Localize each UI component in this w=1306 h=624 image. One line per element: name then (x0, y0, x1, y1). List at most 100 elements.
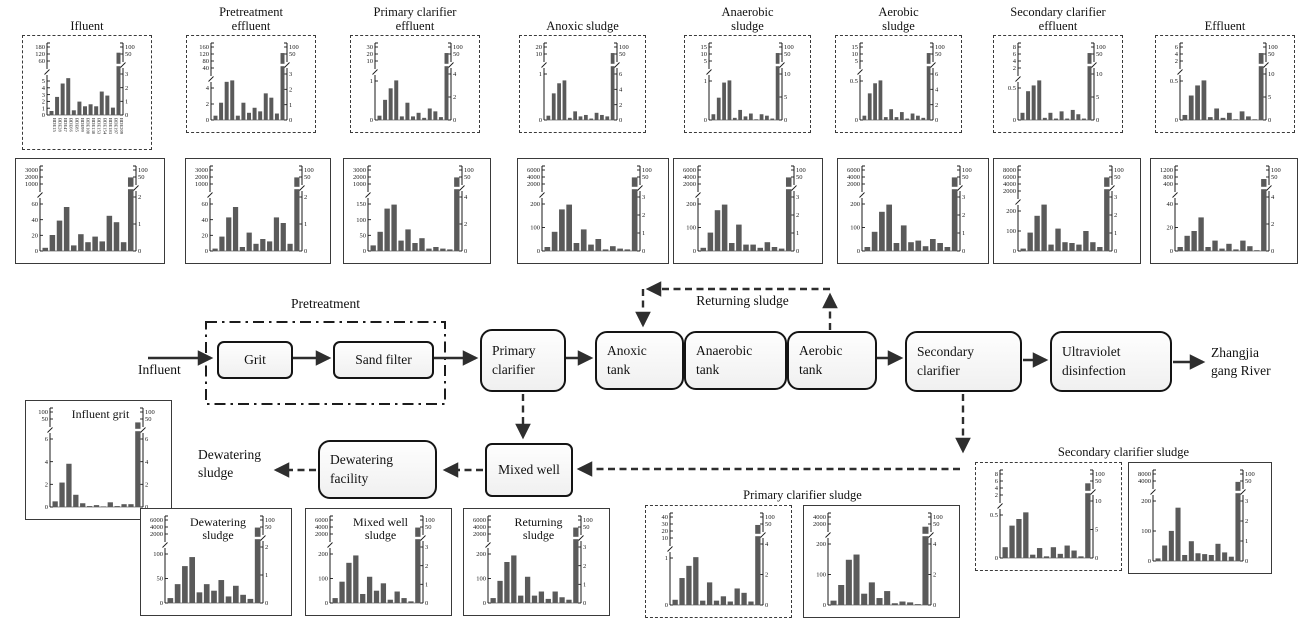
svg-text:4: 4 (933, 541, 937, 548)
svg-text:4000: 4000 (1138, 478, 1151, 485)
svg-text:BDE99: BDE99 (80, 118, 85, 132)
svg-text:BDE66: BDE66 (69, 118, 74, 132)
svg-text:15: 15 (701, 44, 708, 51)
svg-text:2: 2 (796, 212, 799, 219)
svg-text:1: 1 (289, 102, 292, 109)
svg-text:100: 100 (530, 225, 540, 232)
svg-text:20: 20 (1167, 225, 1174, 232)
svg-text:4: 4 (765, 541, 769, 548)
dewatering-sludge-label: Dewatering sludge (198, 446, 278, 481)
svg-text:150: 150 (356, 201, 366, 208)
primary-clarifier-sludge-label: Primary clarifier sludge (743, 488, 862, 502)
svg-text:100: 100 (1245, 471, 1255, 478)
svg-text:3: 3 (289, 71, 292, 78)
svg-text:2000: 2000 (150, 531, 163, 538)
svg-text:8: 8 (1013, 44, 1016, 51)
svg-text:0.5: 0.5 (990, 512, 998, 519)
svg-text:50: 50 (360, 233, 367, 240)
river-label: Zhangjia gang River (1211, 344, 1306, 379)
chart-title-line: Influent grit (71, 407, 130, 421)
svg-text:50: 50 (157, 576, 164, 583)
svg-text:6000: 6000 (473, 517, 486, 524)
svg-text:100: 100 (784, 44, 794, 51)
svg-text:0: 0 (857, 248, 860, 255)
svg-text:2: 2 (265, 544, 268, 551)
svg-text:4000: 4000 (315, 524, 328, 531)
svg-text:1000: 1000 (25, 181, 38, 188)
svg-text:4: 4 (1271, 194, 1275, 201)
svg-text:0: 0 (1013, 248, 1016, 255)
svg-text:0: 0 (962, 248, 965, 255)
svg-text:3: 3 (962, 194, 965, 201)
svg-text:200: 200 (850, 201, 860, 208)
svg-text:6: 6 (619, 71, 623, 78)
svg-text:4: 4 (619, 87, 623, 94)
svg-text:4000: 4000 (813, 514, 826, 521)
svg-text:0: 0 (1114, 248, 1117, 255)
svg-text:60: 60 (202, 201, 209, 208)
svg-text:0: 0 (823, 602, 826, 609)
svg-text:BDE154: BDE154 (102, 118, 107, 135)
svg-text:10: 10 (852, 51, 859, 58)
node-anoxic-tank: Anoxic tank (595, 331, 684, 390)
chart-title-line: Effluent (1204, 19, 1246, 33)
svg-text:50: 50 (289, 51, 296, 58)
svg-text:6000: 6000 (683, 167, 696, 174)
svg-text:100: 100 (619, 44, 629, 51)
svg-text:0: 0 (665, 602, 668, 609)
returning-sludge-label: Returning sludge (696, 293, 789, 308)
svg-text:100: 100 (425, 517, 435, 524)
svg-text:0: 0 (1096, 117, 1099, 124)
node-grit: Grit (217, 341, 293, 379)
svg-text:100: 100 (765, 514, 775, 521)
svg-text:50: 50 (138, 174, 145, 181)
chart-title-line: Primary clarifier (373, 5, 457, 19)
svg-text:0: 0 (1170, 248, 1173, 255)
chart-title-effluent: Effluent (1155, 1, 1295, 33)
svg-text:10: 10 (701, 51, 708, 58)
svg-text:50: 50 (583, 524, 590, 531)
chart-title-line: Mixed well (353, 515, 408, 529)
svg-text:1: 1 (796, 230, 799, 237)
svg-text:10: 10 (1096, 71, 1103, 78)
svg-text:2: 2 (464, 221, 467, 228)
svg-text:4000: 4000 (527, 174, 540, 181)
svg-text:BDE197: BDE197 (113, 118, 118, 135)
svg-text:0: 0 (765, 602, 768, 609)
svg-text:80: 80 (203, 58, 210, 65)
svg-text:1: 1 (539, 71, 542, 78)
svg-text:4: 4 (45, 459, 49, 466)
node-dewatering-facility: Dewatering facility (318, 440, 437, 499)
svg-text:40: 40 (202, 217, 209, 224)
svg-text:2: 2 (206, 101, 209, 108)
chart-plot-influent-grit: 100506420100506420 (38, 407, 155, 511)
svg-text:60: 60 (39, 58, 46, 65)
chart-title-line: Dewatering (190, 515, 246, 529)
svg-text:4: 4 (42, 85, 46, 92)
svg-text:0: 0 (1095, 555, 1098, 562)
svg-text:5: 5 (1095, 527, 1098, 534)
svg-text:50: 50 (1245, 478, 1252, 485)
svg-text:100: 100 (1271, 167, 1281, 174)
svg-text:3: 3 (1114, 194, 1117, 201)
node-aerobic-tank: Aerobic tank (787, 331, 877, 390)
svg-text:120: 120 (35, 51, 45, 58)
svg-text:0: 0 (1245, 558, 1248, 565)
svg-text:100: 100 (962, 167, 972, 174)
